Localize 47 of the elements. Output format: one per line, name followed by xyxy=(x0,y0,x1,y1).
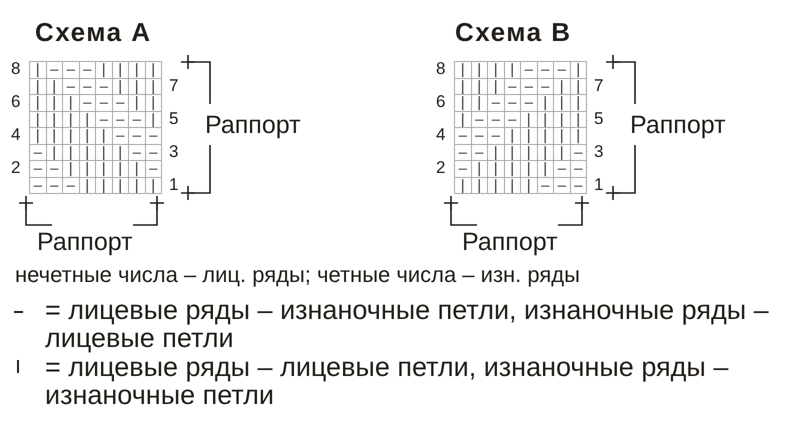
rapport-label: Раппорт xyxy=(462,228,558,257)
stitch-cell: | xyxy=(570,61,587,78)
stitch-cell: | xyxy=(504,176,521,194)
legend-text: = лицевые ряды – изнаночные петли, изнаночные ряды – лицевые петли xyxy=(45,296,770,352)
stitch-cell: | xyxy=(78,176,96,194)
chart-heading: Схема A xyxy=(35,18,152,48)
stitch-cell: | xyxy=(454,61,472,78)
row-number: 3 xyxy=(169,142,178,162)
stitch-cell: | xyxy=(112,61,129,78)
stitch-cell: – xyxy=(570,176,587,194)
stitch-cell: | xyxy=(144,176,162,194)
row-number: 8 xyxy=(436,59,446,79)
stitch-cell: | xyxy=(520,176,538,194)
row-number: 7 xyxy=(169,76,178,96)
stitch-cell: | xyxy=(470,176,488,194)
rapport-label: Раппорт xyxy=(37,228,133,257)
row-number: 4 xyxy=(11,125,20,145)
row-number: 1 xyxy=(169,174,178,194)
stitch-cell: | xyxy=(112,176,129,194)
row-number: 3 xyxy=(594,142,604,162)
rapport-label: Раппорт xyxy=(630,111,726,140)
row-number: 6 xyxy=(436,92,446,112)
stitch-cell: | xyxy=(487,176,504,194)
chart-heading: Схема B xyxy=(455,18,572,48)
stitch-cell: | xyxy=(144,61,162,78)
stitch-cell: | xyxy=(504,61,521,78)
stitch-cell: – xyxy=(29,176,46,194)
rapport-label: Раппорт xyxy=(205,111,301,140)
stitch-cell: | xyxy=(95,61,112,78)
stitch-cell: | xyxy=(95,176,112,194)
stitch-cell: | xyxy=(487,61,504,78)
row-number: 8 xyxy=(11,59,20,79)
row-note: нечетные числа – лиц. ряды; четные числа – изн. ряды xyxy=(15,262,580,288)
row-number: 6 xyxy=(11,92,20,112)
stitch-cell: | xyxy=(128,61,146,78)
stitch-cell: | xyxy=(470,61,488,78)
row-number: 5 xyxy=(169,108,178,128)
stitch-cell: | xyxy=(29,61,46,78)
stitch-cell: | xyxy=(454,176,472,194)
row-number: 1 xyxy=(594,174,604,194)
row-number: 7 xyxy=(594,76,604,96)
legend-text: = лицевые ряды – лицевые петли, изнаночные ряды – изнаночные петли xyxy=(45,353,730,409)
stitch-cell: | xyxy=(128,176,146,194)
row-number: 4 xyxy=(436,125,446,145)
row-number: 2 xyxy=(436,158,446,178)
row-number: 2 xyxy=(11,158,20,178)
row-number: 5 xyxy=(594,108,604,128)
